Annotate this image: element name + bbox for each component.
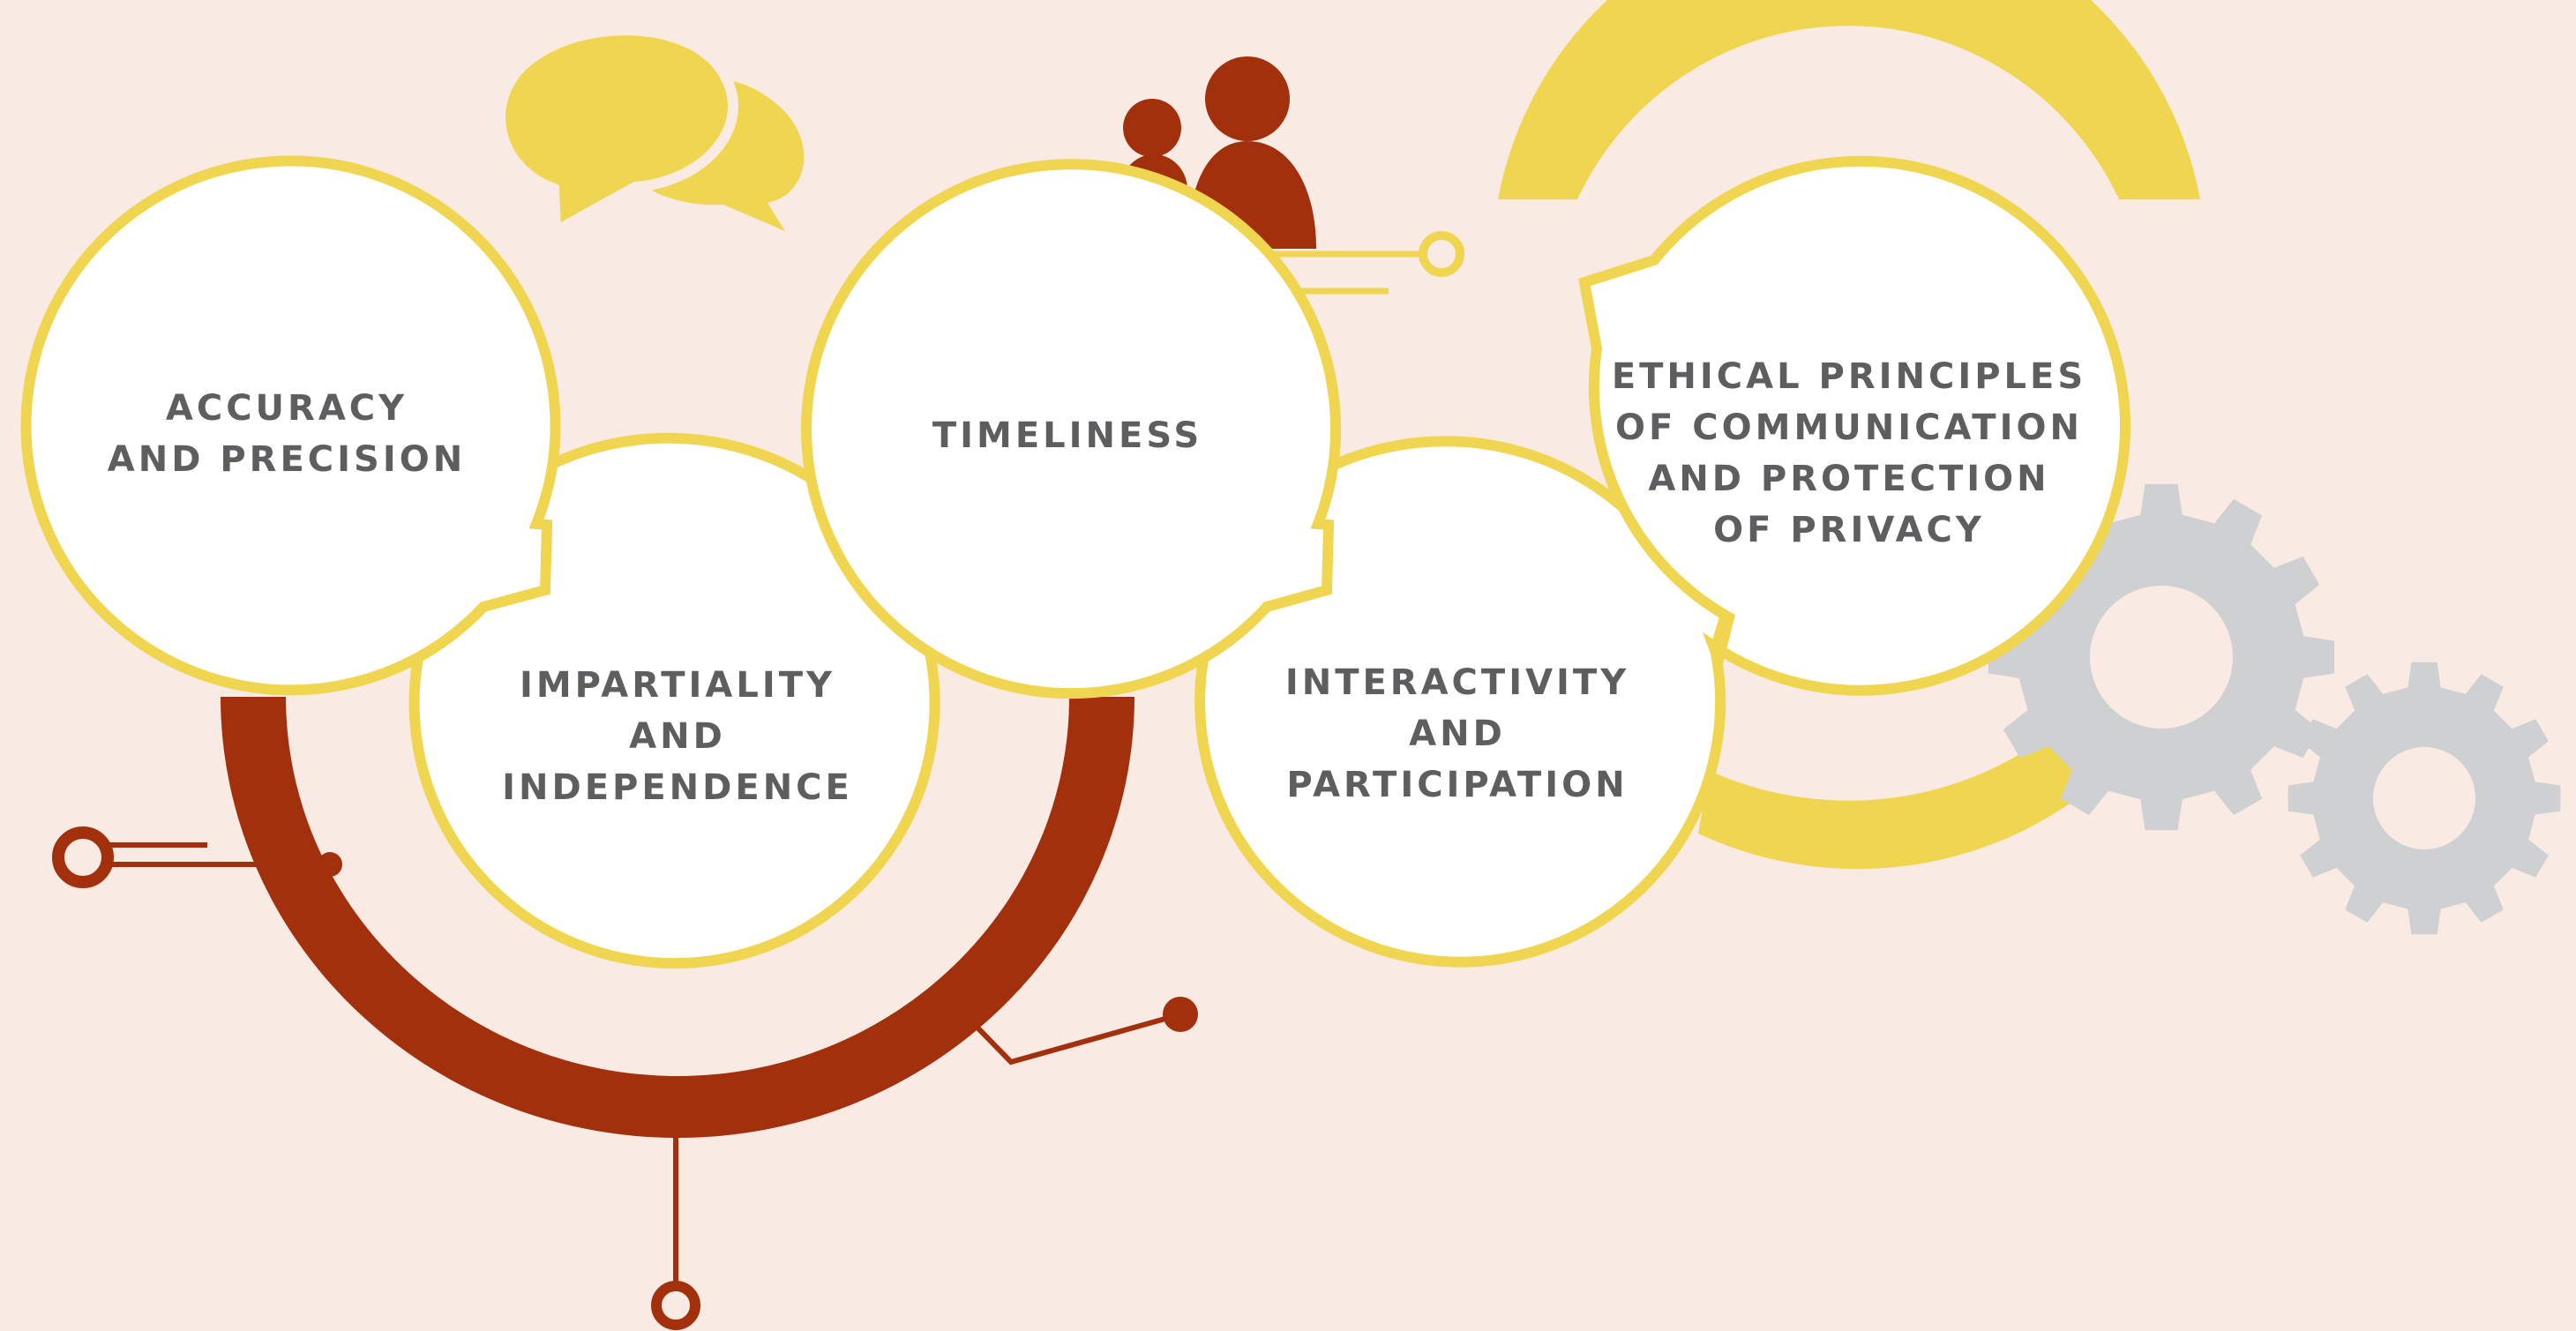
yellow-arc-decoration xyxy=(1498,0,2200,199)
label-line: INTERACTIVITY xyxy=(1284,662,1630,703)
small-person-head xyxy=(1123,99,1181,157)
connector-dot-right xyxy=(1163,997,1198,1032)
small-gear-icon xyxy=(2288,662,2561,935)
bubble-accuracy xyxy=(20,155,561,696)
rust-arc xyxy=(221,697,1134,1138)
connector-node-bottom xyxy=(651,1281,700,1330)
label-accuracy: ACCURACY AND PRECISION xyxy=(108,383,466,485)
bubble-timeliness xyxy=(801,159,1342,699)
yellow-ring-lower-decoration xyxy=(1698,737,2144,870)
bubble-interactivity xyxy=(1194,436,1741,968)
label-interactivity: INTERACTIVITY AND PARTICIPATION xyxy=(1285,657,1629,811)
gear-hole xyxy=(2090,586,2233,729)
connector-dot-left xyxy=(318,852,342,877)
label-line: ACCURACY xyxy=(165,388,408,429)
label-line: IMPARTIALITY xyxy=(519,665,836,706)
label-line: OF COMMUNICATION xyxy=(1615,408,2083,448)
label-line: OF PRIVACY xyxy=(1713,510,1985,550)
bubble-ethics xyxy=(1578,155,2130,696)
label-timeliness: TIMELINESS xyxy=(932,410,1202,461)
label-line: AND xyxy=(1409,714,1506,754)
label-line: AND PROTECTION xyxy=(1648,459,2050,499)
gear-hole xyxy=(2373,747,2475,849)
rust-ring-decoration xyxy=(52,697,1198,1330)
large-person-head xyxy=(1205,56,1290,141)
label-impartiality: IMPARTIALITY AND INDEPENDENCE xyxy=(502,660,853,813)
connector-line-right xyxy=(975,1013,1179,1066)
people-connector-node xyxy=(1419,231,1464,277)
speech-bubbles-icon xyxy=(495,25,805,240)
label-line: AND xyxy=(629,716,726,757)
label-line: AND PRECISION xyxy=(107,439,467,480)
label-ethics: ETHICAL PRINCIPLES OF COMMUNICATION AND … xyxy=(1612,351,2086,556)
label-line: ETHICAL PRINCIPLES xyxy=(1611,356,2087,397)
connector-node-left xyxy=(52,826,114,888)
speech-bubble-front xyxy=(495,25,738,240)
label-line: TIMELINESS xyxy=(932,415,1203,456)
label-line: PARTICIPATION xyxy=(1286,765,1629,805)
label-line: INDEPENDENCE xyxy=(502,767,853,808)
principle-bubbles xyxy=(20,155,2130,969)
